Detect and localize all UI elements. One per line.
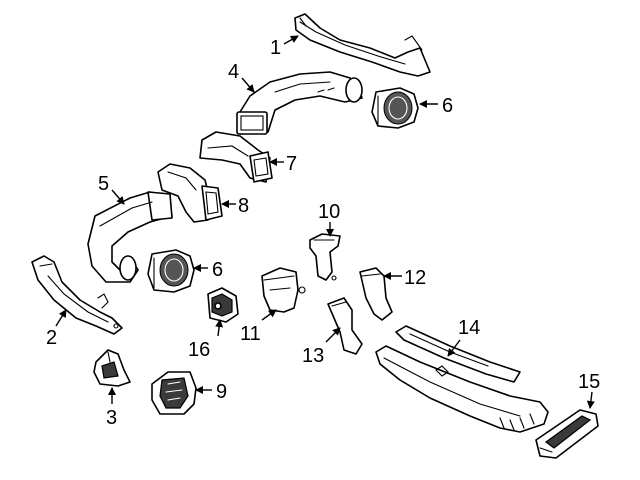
callout-8: 8 [238, 195, 249, 217]
part-4-duct [236, 71, 363, 135]
leader-lines [55, 35, 595, 409]
callout-labels: 1 2 3 4 5 6 6 7 8 9 10 11 12 13 14 15 16 [46, 37, 600, 429]
part-10-duct [309, 233, 341, 281]
part-16-actuator [207, 287, 239, 323]
callout-9: 9 [216, 381, 227, 403]
part-2-duct [31, 255, 123, 335]
callout-10: 10 [318, 201, 340, 223]
part-15-vent [535, 409, 599, 459]
callout-6-upper: 6 [442, 95, 453, 117]
part-8-duct [157, 163, 223, 223]
part-3-bracket [93, 349, 131, 387]
callout-4: 4 [228, 61, 239, 83]
callout-11: 11 [240, 323, 261, 345]
leader-13 [325, 327, 341, 343]
leader-1 [283, 35, 299, 45]
part-13-duct [327, 297, 363, 355]
part-1-duct [294, 13, 431, 77]
callout-3: 3 [106, 407, 117, 429]
part-11-duct [261, 267, 306, 313]
part-12-duct [359, 267, 393, 321]
callout-12: 12 [404, 267, 426, 289]
callout-2: 2 [46, 327, 57, 349]
leader-2 [55, 309, 67, 327]
leader-4 [241, 77, 255, 93]
leader-11 [261, 309, 277, 321]
leader-14 [447, 339, 461, 357]
callout-13: 13 [302, 345, 324, 367]
part-5-duct [87, 191, 173, 283]
callout-5: 5 [98, 173, 109, 195]
part-6-upper-vent [371, 87, 419, 129]
callout-6-lower: 6 [212, 259, 223, 281]
callout-1: 1 [270, 37, 281, 59]
leader-15 [586, 391, 595, 409]
callout-14: 14 [458, 317, 480, 339]
leader-5 [111, 189, 125, 205]
callout-16: 16 [188, 339, 210, 361]
callout-7: 7 [286, 153, 297, 175]
leader-16 [215, 319, 224, 337]
part-9-duct [151, 371, 197, 415]
part-7-duct [199, 131, 273, 183]
part-14-duct [375, 325, 549, 433]
part-6-lower-vent [147, 249, 195, 293]
callout-15: 15 [578, 371, 600, 393]
